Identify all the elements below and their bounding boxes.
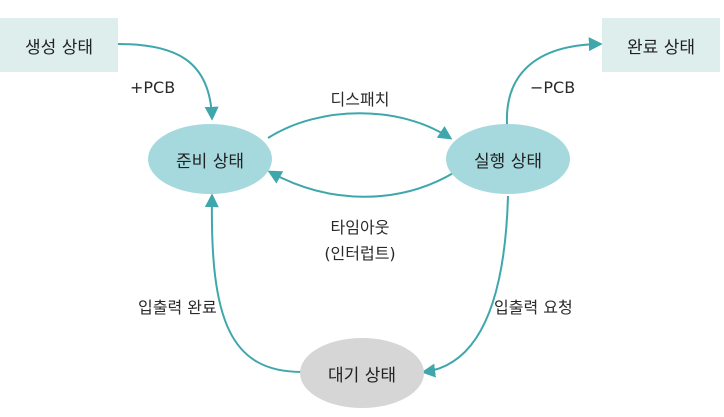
arrow-timeout [267, 170, 456, 198]
label-timeout: 타임아웃 [330, 218, 390, 237]
node-waiting: 대기 상태 [300, 338, 424, 408]
label-timeout-note: (인터럽트) [324, 244, 396, 263]
label-dispatch: 디스패치 [330, 90, 390, 109]
node-created: 생성 상태 [0, 18, 118, 72]
label-created-to-ready: +PCB [130, 78, 176, 97]
node-ready: 준비 상태 [148, 124, 272, 194]
label-io-request: 입출력 요청 [494, 298, 573, 317]
arrow-dispatch [267, 112, 453, 140]
arrow-io-request [421, 195, 509, 378]
node-terminated: 완료 상태 [602, 18, 720, 72]
node-running: 실행 상태 [446, 124, 570, 194]
arrow-created-to-ready [117, 43, 219, 121]
arrow-io-complete [204, 193, 303, 373]
arrow-running-to-terminated [505, 37, 603, 125]
label-running-to-terminated: −PCB [530, 78, 576, 97]
label-io-complete: 입출력 완료 [138, 298, 217, 317]
